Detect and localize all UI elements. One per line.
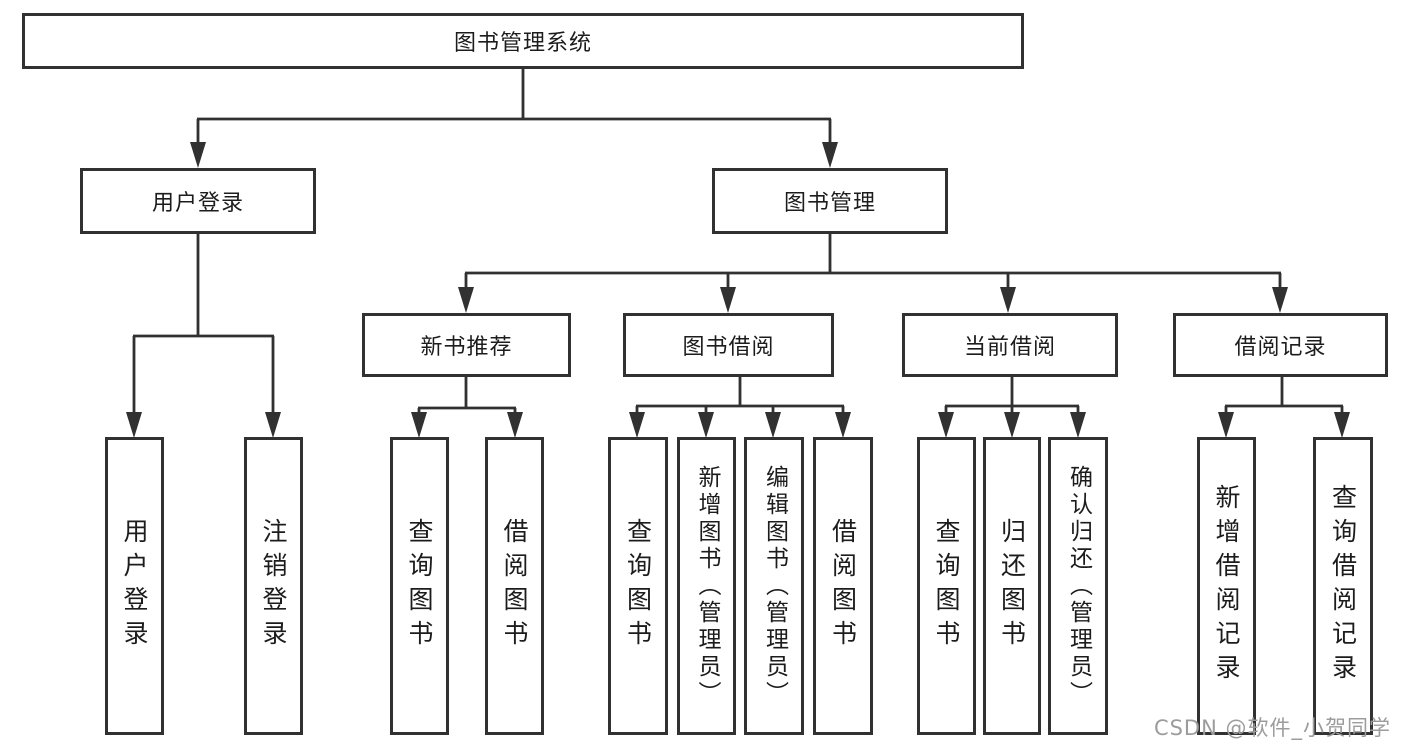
node-book-borrowing-label: 图书借阅 [682,335,775,360]
leaf-borrowing-add-books-admin: 新增图书（管理员） [677,437,736,735]
leaf-current-confirm-return-admin: 确认归还（管理员） [1048,437,1108,735]
leaf-user-login-label: 用户登录 [120,518,149,654]
node-new-book-recommend-label: 新书推荐 [420,335,513,360]
leaf-current-query-books-label: 查询图书 [932,518,961,654]
leaf-borrowing-edit-books-admin: 编辑图书（管理员） [744,437,804,735]
node-book-management-label: 图书管理 [783,191,876,216]
leaf-records-query-record: 查询借阅记录 [1313,437,1373,735]
node-borrowing-records-label: 借阅记录 [1234,335,1327,360]
leaf-user-login: 用户登录 [105,437,164,735]
leaf-records-add-record-label: 新增借阅记录 [1212,484,1241,688]
node-root-system: 图书管理系统 [22,13,1024,69]
node-book-borrowing: 图书借阅 [623,313,834,377]
leaf-borrowing-borrow-books: 借阅图书 [813,437,873,735]
leaf-newrec-query-books: 查询图书 [390,437,449,735]
leaf-records-query-record-label: 查询借阅记录 [1328,484,1358,688]
node-user-login: 用户登录 [80,168,316,234]
leaf-newrec-borrow-books-label: 借阅图书 [500,518,529,654]
node-new-book-recommend: 新书推荐 [362,313,571,377]
node-borrowing-records: 借阅记录 [1173,313,1388,377]
leaf-logout: 注销登录 [244,437,303,735]
leaf-current-return-books-label: 归还图书 [997,518,1027,654]
leaf-records-add-record: 新增借阅记录 [1197,437,1256,735]
leaf-borrowing-query-books: 查询图书 [608,437,668,735]
leaf-borrowing-borrow-books-label: 借阅图书 [828,518,858,654]
node-current-borrowing: 当前借阅 [902,313,1118,377]
leaf-current-confirm-return-admin-label: 确认归还（管理员） [1065,464,1092,708]
node-book-management: 图书管理 [712,168,948,234]
node-user-login-label: 用户登录 [151,191,244,216]
leaf-borrowing-edit-books-admin-label: 编辑图书（管理员） [761,464,788,708]
leaf-newrec-query-books-label: 查询图书 [405,518,434,654]
leaf-logout-label: 注销登录 [259,518,288,654]
leaf-current-query-books: 查询图书 [917,437,976,735]
node-current-borrowing-label: 当前借阅 [963,335,1056,360]
leaf-borrowing-query-books-label: 查询图书 [623,518,653,654]
csdn-watermark: CSDN @软件_小贺同学 [1153,716,1391,740]
node-root-system-label: 图书管理系统 [453,31,592,56]
leaf-current-return-books: 归还图书 [983,437,1041,735]
leaf-newrec-borrow-books: 借阅图书 [485,437,544,735]
leaf-borrowing-add-books-admin-label: 新增图书（管理员） [694,464,720,708]
arrowheads [126,142,1350,438]
